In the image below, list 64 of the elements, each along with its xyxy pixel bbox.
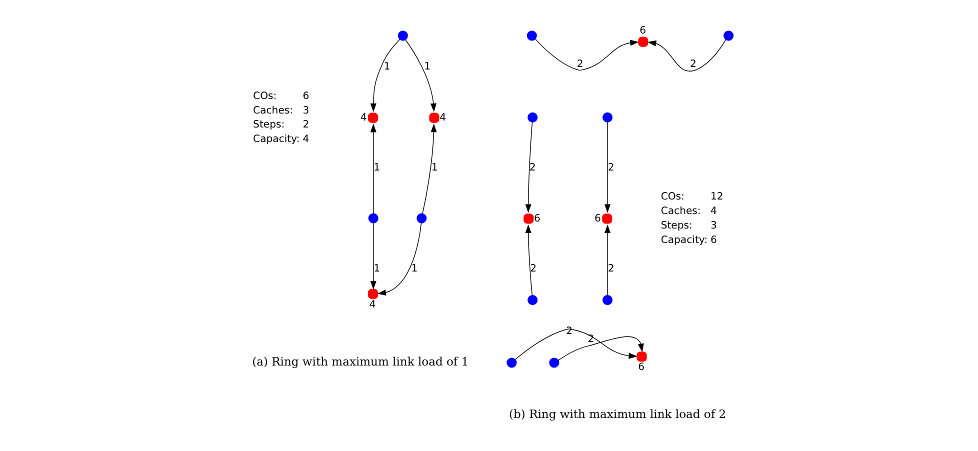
edge-label: 1 (431, 162, 438, 174)
arrow (405, 40, 436, 112)
edge-label: 1 (424, 62, 431, 73)
label: (b) Ring with maximum link load of 2 (509, 407, 726, 422)
edge-label: 2 (588, 334, 594, 345)
arrow (370, 222, 376, 290)
label: 6 (302, 90, 310, 102)
node-label: 6 (640, 26, 646, 37)
label: 3 (710, 220, 717, 232)
arrow (422, 124, 437, 214)
edge-label: 2 (608, 162, 614, 174)
edge-label: 2 (566, 326, 573, 338)
arrow (525, 224, 533, 296)
edge-label: 1 (374, 263, 380, 274)
edge-label: 2 (530, 263, 537, 274)
edge-label: 2 (576, 58, 584, 70)
arrow (525, 122, 533, 213)
node-circle (368, 213, 378, 224)
node-circle (602, 112, 613, 122)
node-label: 6 (638, 362, 645, 374)
node-circle (398, 30, 408, 41)
edge-label: 1 (384, 62, 390, 73)
node-circle (724, 30, 734, 41)
label: 6 (710, 234, 717, 246)
node-circle (506, 358, 517, 368)
arrow (558, 336, 644, 361)
node-circle (528, 295, 538, 306)
arrow (604, 224, 611, 296)
label: 2 (302, 120, 310, 131)
node-circle (416, 213, 427, 224)
arrow (370, 38, 400, 112)
label: Capacity: (660, 234, 708, 246)
label: Steps: (660, 220, 692, 232)
arrow (648, 39, 726, 72)
label: Caches: (253, 105, 294, 116)
label: Steps: (253, 120, 285, 131)
node-circle (549, 358, 560, 368)
node-label: 4 (369, 299, 376, 310)
edge-label: 1 (374, 162, 380, 174)
label: Caches: (660, 206, 701, 218)
label: 12 (710, 192, 724, 203)
arrow (370, 124, 376, 214)
node-label: 4 (360, 112, 367, 124)
node-label: 6 (594, 213, 601, 224)
node-circle (526, 30, 537, 41)
node-circle (528, 112, 538, 122)
edge-label: 2 (608, 263, 614, 274)
arrow (377, 222, 422, 296)
edge-label: 2 (529, 162, 536, 174)
edge-label: 2 (690, 58, 696, 70)
arrow (514, 328, 638, 360)
label: 4 (302, 134, 310, 146)
label: 4 (710, 206, 717, 218)
label: 3 (302, 105, 310, 116)
label: (a) Ring with maximum link load of 1 (252, 354, 469, 368)
arrow (535, 38, 639, 71)
edge-label: 1 (411, 263, 418, 274)
node-circle (602, 295, 613, 306)
node-label: 4 (440, 112, 446, 124)
label: COs: (253, 90, 277, 102)
node-label: 6 (534, 213, 540, 224)
label: COs: (660, 192, 684, 203)
label: Capacity: (253, 134, 300, 146)
arrow (604, 122, 611, 213)
